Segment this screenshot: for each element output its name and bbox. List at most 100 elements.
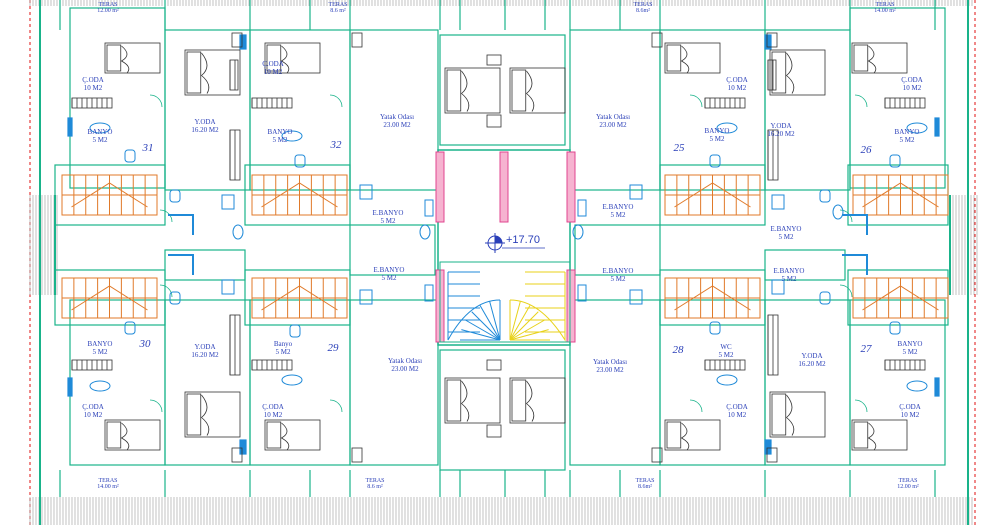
room-area: 10 M2 — [263, 411, 283, 419]
room-area: 10 M2 — [263, 68, 283, 76]
furniture — [71, 32, 926, 463]
unit-number: 29 — [327, 342, 339, 354]
unit-number: 28 — [672, 344, 684, 356]
room-area: 5 M2 — [610, 275, 626, 283]
room-name: Y.ODA — [194, 118, 216, 126]
sanitary-fixtures — [89, 122, 928, 392]
room-area: 8.6 m² — [330, 8, 346, 14]
room-name: BANYO — [87, 128, 113, 136]
room-area: 8.6m² — [636, 8, 650, 14]
room-name: Ç.ODA — [899, 403, 921, 411]
core-stairs — [439, 261, 571, 343]
room-name: Yatak Odası — [379, 113, 415, 121]
room-name: Ç.ODA — [82, 76, 104, 84]
shaft-mid-top — [499, 151, 509, 223]
central-core — [435, 149, 576, 346]
room-name: TERAS — [898, 478, 918, 484]
room-name: Ç.ODA — [82, 403, 104, 411]
shaft-right-bottom — [566, 269, 576, 343]
room-area: 5 M2 — [610, 211, 626, 219]
room-name: Yatak Odası — [595, 113, 631, 121]
room-name: Banyo — [273, 340, 293, 348]
room-name: TERAS — [635, 478, 655, 484]
room-name: BANYO — [897, 340, 923, 348]
room-name: Y.ODA — [770, 122, 792, 130]
elevation-label: +17.70 — [506, 234, 540, 246]
room-area: 12.00 m² — [897, 484, 919, 490]
room-area: 5 M2 — [781, 275, 797, 283]
room-name: Ç.ODA — [901, 76, 923, 84]
room-area: 5 M2 — [275, 348, 291, 356]
room-name: TERAS — [365, 478, 385, 484]
unit-number: 27 — [860, 343, 872, 355]
room-name: TERAS — [328, 2, 348, 8]
room-name: TERAS — [98, 2, 118, 8]
room-name: Ç.ODA — [726, 76, 748, 84]
room-area: 5 M2 — [92, 136, 108, 144]
room-area: 14.00 m² — [97, 484, 119, 490]
room-area: 5 M2 — [381, 274, 397, 282]
room-area: 10 M2 — [727, 411, 747, 419]
room-area: 5 M2 — [902, 348, 918, 356]
room-name: E.BANYO — [770, 225, 802, 233]
unit-number: 25 — [673, 142, 685, 154]
unit-stairs — [61, 174, 949, 319]
room-area: 12.00 m² — [97, 8, 119, 14]
room-area: 14.00 m² — [874, 8, 896, 14]
room-area: 10 M2 — [727, 84, 747, 92]
room-name: Y.ODA — [194, 343, 216, 351]
room-area: 5 M2 — [92, 348, 108, 356]
room-name: WC — [720, 343, 732, 351]
room-area: 8.6m² — [638, 484, 652, 490]
room-area: 23.00 M2 — [596, 366, 624, 374]
room-area: 10 M2 — [900, 411, 920, 419]
room-area: 23.00 M2 — [599, 121, 627, 129]
room-area: 23.00 M2 — [383, 121, 411, 129]
room-area: 10 M2 — [902, 84, 922, 92]
room-name: E.BANYO — [372, 209, 404, 217]
room-area: 16.20 M2 — [191, 126, 219, 134]
room-name: TERAS — [875, 2, 895, 8]
room-name: BANYO — [267, 128, 293, 136]
room-name: TERAS — [633, 2, 653, 8]
room-area: 5 M2 — [380, 217, 396, 225]
unit-number: 30 — [139, 338, 151, 350]
unit-number: 26 — [860, 144, 872, 156]
unit-number: 31 — [142, 142, 154, 154]
room-area: 10 M2 — [83, 84, 103, 92]
shaft-right-top — [566, 151, 576, 223]
walls — [39, 0, 969, 525]
room-name: E.BANYO — [773, 267, 805, 275]
room-area: 23.00 M2 — [391, 365, 419, 373]
